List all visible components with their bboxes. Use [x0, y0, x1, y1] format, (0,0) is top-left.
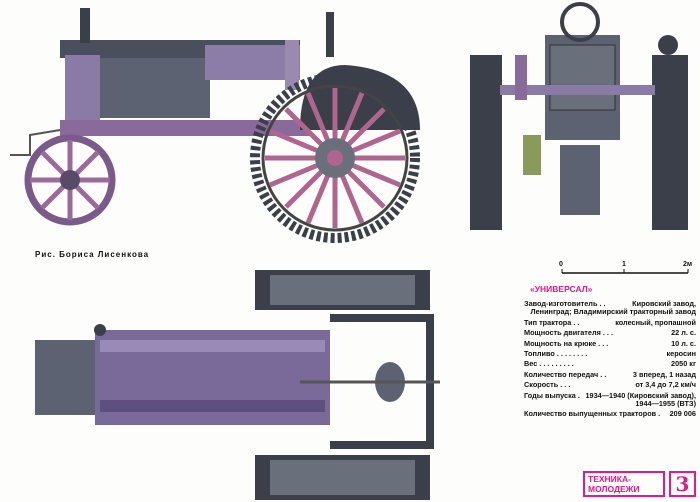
- scale-label-1: 1: [622, 261, 626, 268]
- spec-value: 10 л. с.: [671, 339, 696, 348]
- spec-value: керосин: [666, 350, 696, 359]
- spec-row: Завод-изготовитель . .Кировский завод, Л…: [524, 300, 696, 317]
- spec-row: Скорость . . . от 3,4 до 7,2 км/ч: [524, 381, 696, 389]
- spec-value: 2050 кг: [671, 360, 696, 369]
- spec-value: Кировский завод, Ленинград; Владимирский…: [530, 300, 696, 317]
- spec-row: Годы выпуска . 1934—1940 (Кировский завод…: [524, 392, 696, 409]
- scale-bar: [561, 269, 689, 274]
- logo-line-1: ТЕХНИКА-: [588, 474, 631, 484]
- specifications: «УНИВЕРСАЛ» Завод-изготовитель . .Кировс…: [524, 284, 696, 421]
- spec-key: Скорость . . .: [524, 381, 571, 390]
- spec-value: 3 вперед, 1 назад: [632, 370, 696, 379]
- spec-row: Мощность двигателя . . . 22 л. с.: [524, 329, 696, 337]
- top-view-tractor: [35, 270, 440, 500]
- spec-value: от 3,4 до 7,2 км/ч: [635, 381, 696, 390]
- spec-value: колесный, пропашной: [615, 318, 696, 327]
- spec-row: Тип трактора . . колесный, пропашной: [524, 319, 696, 327]
- spec-key: Вес . . . . . . . . .: [524, 360, 574, 369]
- tractor-name: «УНИВЕРСАЛ»: [530, 284, 593, 294]
- spec-value: 1934—1940 (Кировский завод), 1944—1955 (…: [585, 391, 696, 409]
- spec-key: Мощность на крюке . . .: [524, 339, 609, 348]
- issue-number: 3: [669, 471, 696, 497]
- magazine-logo: ТЕХНИКА- МОЛОДЕЖИ: [583, 471, 665, 497]
- spec-key: Годы выпуска .: [524, 391, 580, 400]
- illustration-credit: Рис. Бориса Лисенкова: [35, 250, 150, 259]
- spec-row: Топливо . . . . . . . . керосин: [524, 350, 696, 358]
- spec-value: 22 л. с.: [671, 329, 696, 338]
- rear-wheel: [250, 73, 420, 243]
- spec-key: Завод-изготовитель . .: [524, 300, 606, 308]
- front-view-tractor: [470, 2, 688, 230]
- spec-key: Количество выпущенных тракторов .: [524, 410, 661, 419]
- spec-value: 209 006: [669, 410, 696, 419]
- spec-row: Количество передач . . 3 вперед, 1 назад: [524, 371, 696, 379]
- spec-key: Тип трактора . .: [524, 318, 580, 327]
- front-wheel: [24, 134, 116, 226]
- logo-line-2: МОЛОДЕЖИ: [588, 484, 640, 494]
- scale-label-2: 2м: [683, 261, 693, 268]
- spec-row: Количество выпущенных тракторов . 209 006: [524, 410, 696, 418]
- scale-label-0: 0: [559, 261, 563, 268]
- spec-key: Количество передач . .: [524, 370, 607, 379]
- spec-key: Мощность двигателя . . .: [524, 329, 613, 338]
- spec-row: Вес . . . . . . . . . 2050 кг: [524, 360, 696, 368]
- spec-row: Мощность на крюке . . . 10 л. с.: [524, 340, 696, 348]
- side-view-tractor: [10, 8, 420, 243]
- spec-key: Топливо . . . . . . . .: [524, 350, 588, 359]
